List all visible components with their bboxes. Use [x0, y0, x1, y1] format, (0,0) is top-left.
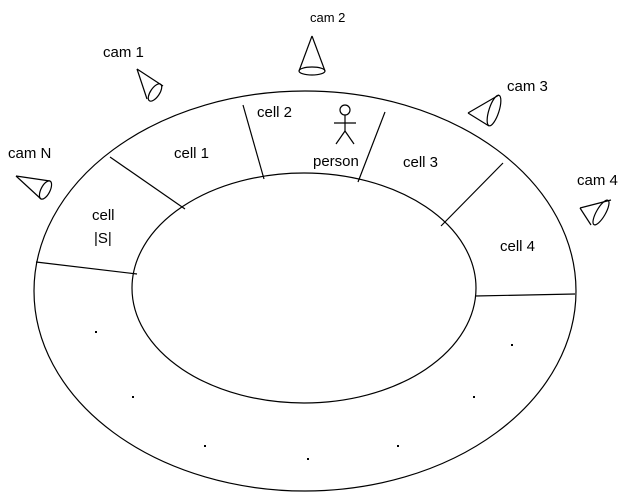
camera-3-icon	[467, 94, 502, 127]
dot	[307, 458, 309, 460]
divider-cellS-cell1	[109, 156, 186, 210]
camera-4-label: cam 4	[577, 172, 618, 189]
dot	[397, 445, 399, 447]
cell-4-label: cell 4	[500, 238, 535, 255]
divider-cell4-next	[474, 293, 576, 297]
dot	[95, 331, 97, 333]
camera-3-label: cam 3	[507, 78, 548, 95]
inner-ring-boundary	[131, 172, 477, 404]
divider-cell3-cell4	[440, 162, 504, 227]
camera-n-icon	[15, 175, 53, 200]
dot	[204, 445, 206, 447]
cell-1-label: cell 1	[174, 145, 209, 162]
dot	[511, 344, 513, 346]
divider-cell1-cell2	[242, 104, 265, 180]
dot	[132, 396, 134, 398]
cell-3-label: cell 3	[403, 154, 438, 171]
cell-2-label: cell 2	[257, 104, 292, 121]
camera-n-label: cam N	[8, 145, 51, 162]
cell-s-label-line2: |S|	[94, 230, 112, 247]
camera-1-icon	[136, 68, 164, 102]
divider-cell2-cell3	[357, 111, 386, 183]
cell-s-label-line1: cell	[92, 207, 115, 224]
continuation-dots	[95, 331, 513, 460]
person-icon	[334, 104, 356, 145]
person-label: person	[313, 153, 359, 170]
camera-2-icon	[298, 35, 326, 76]
outer-ring-boundary	[33, 90, 577, 492]
camera-4-icon	[579, 199, 612, 226]
camera-1-label: cam 1	[103, 44, 144, 61]
camera-2-label: cam 2	[310, 10, 345, 25]
dot	[473, 396, 475, 398]
divider-cellS-next	[35, 261, 138, 275]
